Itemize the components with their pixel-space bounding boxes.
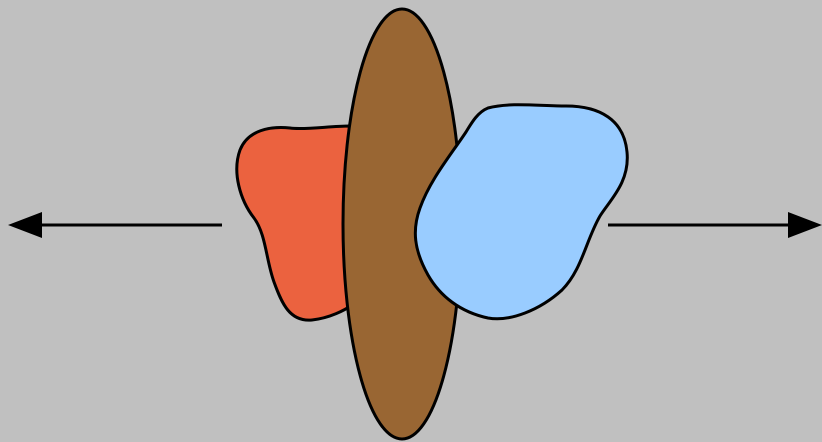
diagram-canvas — [0, 0, 822, 442]
diagram-svg — [0, 0, 822, 442]
